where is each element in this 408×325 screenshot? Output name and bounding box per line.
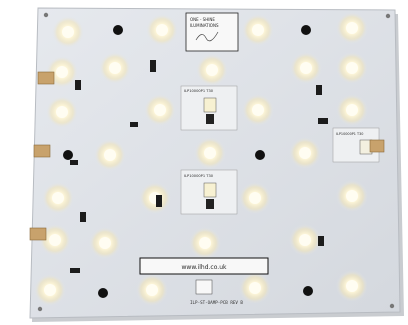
led: [49, 234, 61, 246]
led: [52, 192, 64, 204]
led: [109, 62, 121, 74]
led: [206, 64, 218, 76]
led: [156, 24, 168, 36]
led: [252, 24, 264, 36]
mounting-hole: [37, 306, 43, 312]
mounting-hole: [385, 13, 391, 19]
led: [249, 282, 261, 294]
part-number: ILP-ST-OAMP-PCB REV B: [190, 300, 243, 305]
edge-connectors: [29, 71, 385, 241]
mid-label-upper: ILP10000P1 T30: [180, 85, 238, 131]
led: [300, 62, 312, 74]
drill-holes: [63, 25, 313, 298]
serial-sticker: [195, 279, 213, 295]
led-array: [34, 12, 368, 306]
url-label: www.ilhd.co.uk: [139, 257, 269, 275]
led: [346, 22, 358, 34]
led: [299, 147, 311, 159]
led: [346, 62, 358, 74]
top-label-line2: ILUMINATIONS: [190, 23, 219, 28]
top-label: ONE - SHINE ILUMINATIONS: [185, 12, 239, 52]
url-label-text: www.ilhd.co.uk: [182, 264, 228, 271]
led: [99, 237, 111, 249]
top-label-line1: ONE - SHINE: [190, 17, 215, 22]
led: [199, 237, 211, 249]
led: [346, 190, 358, 202]
led: [104, 149, 116, 161]
led: [154, 104, 166, 116]
mounting-hole: [389, 303, 395, 309]
smd-components: [70, 60, 328, 273]
led: [56, 106, 68, 118]
mounting-hole: [43, 12, 49, 18]
led: [346, 104, 358, 116]
mid-label-lower-text: ILP10000P1 T30: [184, 174, 214, 178]
mid-label-upper-text: ILP10000P1 T30: [184, 89, 214, 93]
led: [44, 284, 56, 296]
led: [252, 104, 264, 116]
led: [204, 147, 216, 159]
led: [146, 284, 158, 296]
led: [249, 192, 261, 204]
led: [299, 234, 311, 246]
led: [346, 280, 358, 292]
mid-label-lower: ILP10000P1 T30: [180, 169, 238, 215]
right-label-text: ILP10000P1 T30: [336, 132, 363, 136]
led: [56, 66, 68, 78]
led: [62, 26, 74, 38]
